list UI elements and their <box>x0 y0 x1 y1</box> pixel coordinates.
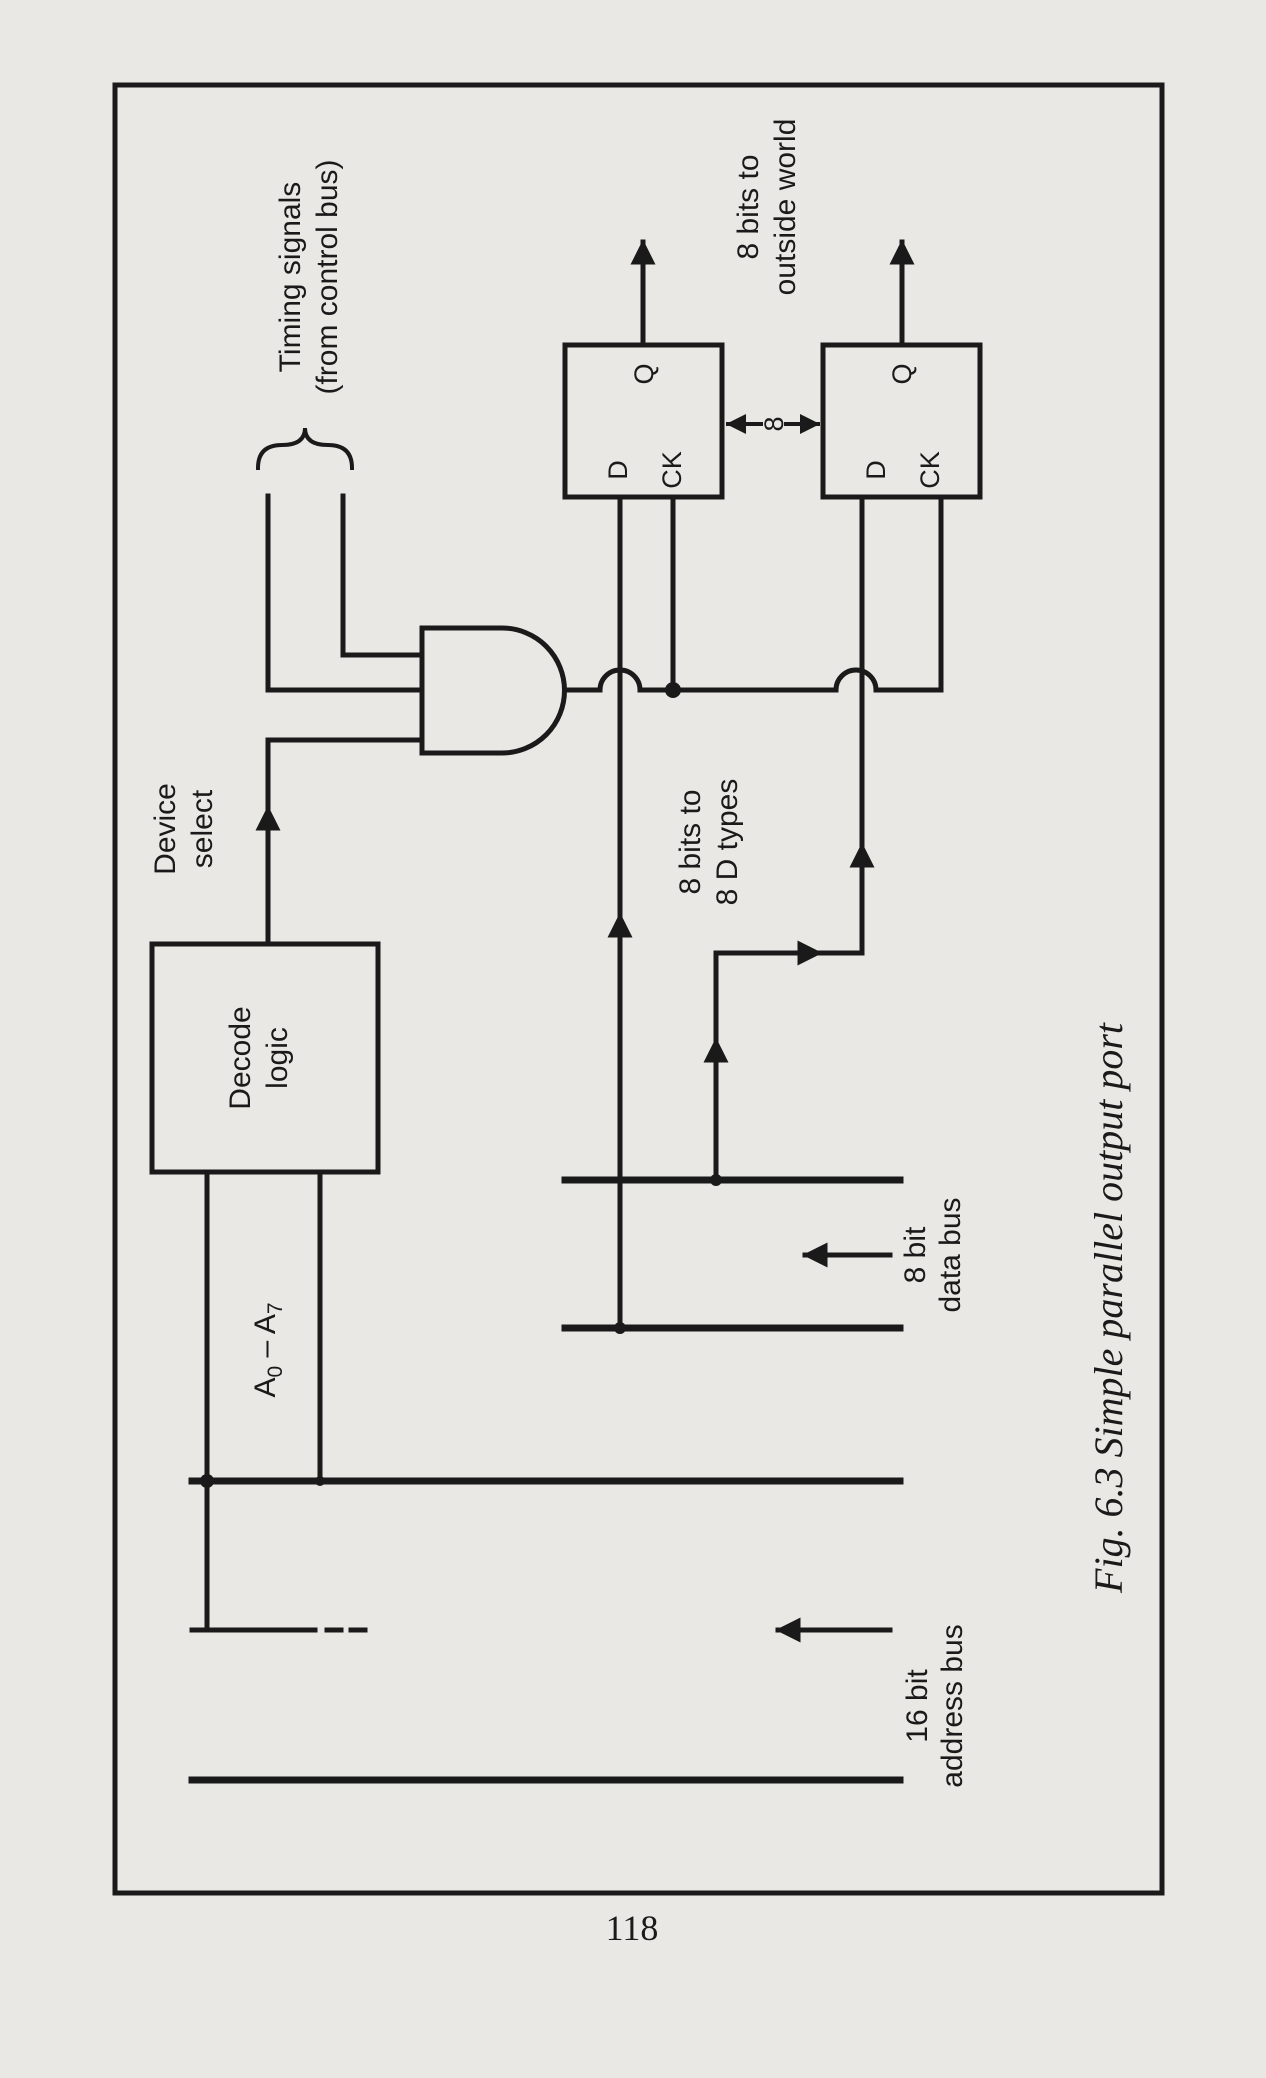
figure-caption: Fig. 6.3 Simple parallel output port <box>1086 1022 1131 1594</box>
address-bus-label-line1: 16 bit <box>901 1669 934 1743</box>
data-line-top-latch <box>607 494 633 1334</box>
address-lines-a0-a7 <box>200 1169 325 1633</box>
data-bus-label-line2: data bus <box>934 1197 967 1312</box>
address-bus <box>188 1477 904 1784</box>
address-lines-label: A0 – A7 <box>249 1302 287 1397</box>
d-latch-top-q-pin: Q <box>629 363 659 384</box>
page-number: 118 <box>606 1908 659 1948</box>
d-latch-bottom-d-pin: D <box>861 460 891 480</box>
timing-signals-label-line1: Timing signals <box>274 182 307 373</box>
outputs-label-line1: 8 bits to <box>732 154 765 259</box>
dtypes-label-line2: 8 D types <box>711 779 744 906</box>
timing-brace <box>255 427 355 471</box>
data-bus-label-line1: 8 bit <box>899 1226 932 1283</box>
outputs-label-line2: outside world <box>769 119 802 296</box>
d-latch-bottom-q-pin: Q <box>887 363 917 384</box>
timing-signals-label-line2: (from control bus) <box>311 159 344 394</box>
address-bus-label-line2: address bus <box>936 1624 969 1787</box>
decode-logic-label-line2: logic <box>261 1027 294 1089</box>
dtypes-label-line1: 8 bits to <box>674 789 707 894</box>
figure-frame <box>112 82 1165 1896</box>
d-latch-top-ck-pin: CK <box>657 451 687 489</box>
device-select-label-line1: Device <box>149 783 182 875</box>
latch-link-label: 8 <box>759 416 789 431</box>
device-select-line <box>255 737 425 947</box>
timing-signal-lines <box>265 493 425 693</box>
clock-line <box>563 494 944 693</box>
d-latch-bottom-ck-pin: CK <box>915 451 945 489</box>
data-line-bottom-latch <box>703 494 875 1186</box>
device-select-label-line2: select <box>186 789 219 868</box>
decode-logic-label-line1: Decode <box>224 1006 257 1109</box>
and-gate <box>419 625 567 756</box>
d-latch-top-d-pin: D <box>603 460 633 480</box>
decode-logic-block <box>149 941 381 1175</box>
